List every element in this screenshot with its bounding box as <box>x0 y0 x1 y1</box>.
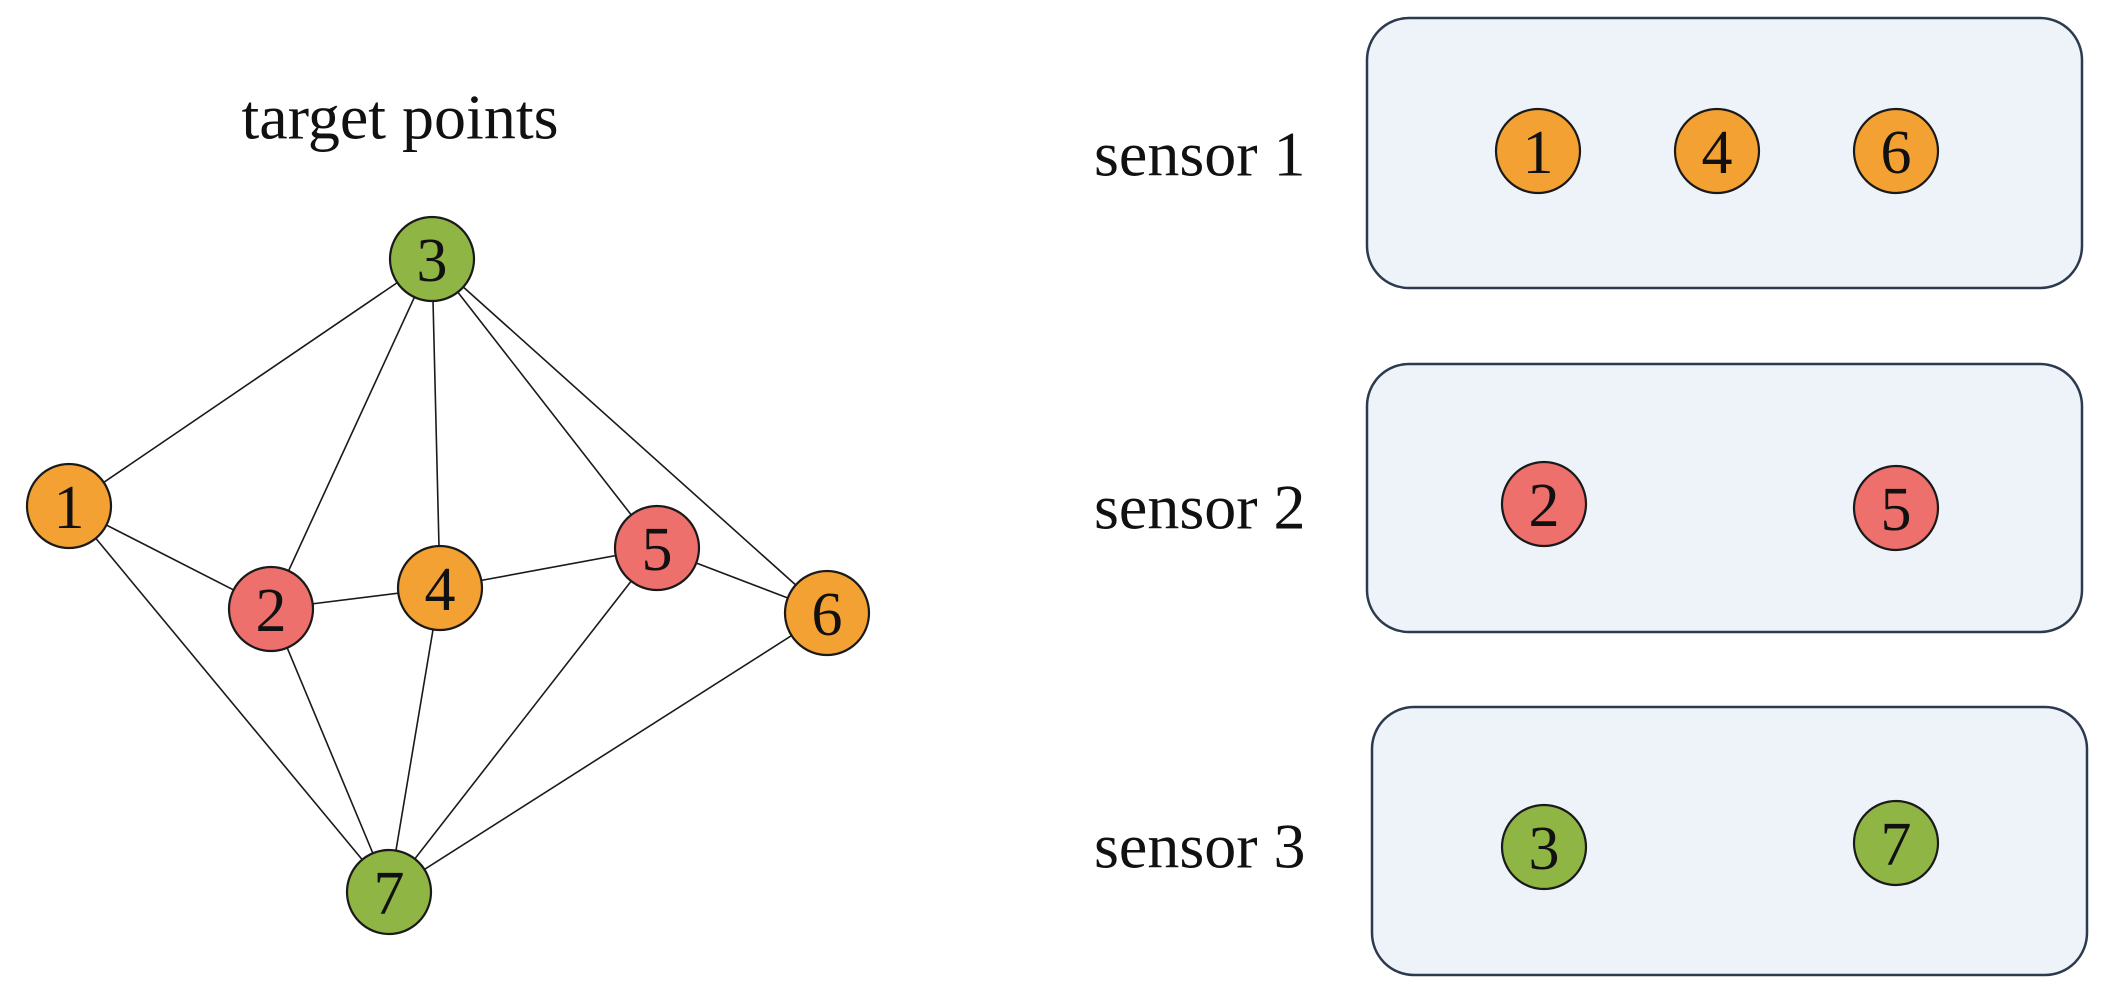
edge-1-7 <box>68 505 390 893</box>
sensor-1-group: sensor 1 1 4 6 <box>1094 16 2084 290</box>
sensor-2-member-2: 2 <box>1500 460 1588 548</box>
edge-3-5 <box>431 258 658 549</box>
graph-node-5: 5 <box>613 504 701 592</box>
graph-node-1-circle <box>25 462 113 550</box>
sensor-3-member-3: 3 <box>1500 803 1588 891</box>
sensor-1-member-1: 1 <box>1494 107 1582 195</box>
sensor-2-member-5-label: 5 <box>1881 476 1912 544</box>
graph-node-7: 7 <box>345 848 433 936</box>
graph-node-1: 1 <box>25 462 113 550</box>
sensor-3-label: sensor 3 <box>1094 811 1306 882</box>
graph-node-2: 2 <box>227 565 315 653</box>
edge-4-7 <box>388 587 441 893</box>
sensor-groups: sensor 1 1 4 6 sensor 2 2 5 sensor 3 3 7 <box>1094 16 2089 977</box>
sensor-2-box <box>1365 362 2084 634</box>
sensor-3-member-7-circle <box>1852 799 1940 887</box>
graph-node-2-circle <box>227 565 315 653</box>
sensor-3-member-3-circle <box>1500 803 1588 891</box>
sensor-2-member-2-label: 2 <box>1529 472 1560 540</box>
edge-1-3 <box>68 258 433 507</box>
sensor-3-member-3-label: 3 <box>1529 815 1560 883</box>
sensor-1-member-4-circle <box>1673 107 1761 195</box>
graph-node-4: 4 <box>396 544 484 632</box>
sensor-2-member-5-circle <box>1852 464 1940 552</box>
sensor-2-label: sensor 2 <box>1094 472 1306 543</box>
sensor-2-group: sensor 2 2 5 <box>1094 362 2084 634</box>
graph-node-3-label: 3 <box>417 227 448 295</box>
graph-node-4-label: 4 <box>425 556 456 624</box>
graph-node-2-label: 2 <box>256 577 287 645</box>
graph-node-7-circle <box>345 848 433 936</box>
sensor-1-member-6-label: 6 <box>1881 119 1912 187</box>
edge-3-4 <box>431 258 441 589</box>
graph-node-6-label: 6 <box>812 581 843 649</box>
sensor-3-group: sensor 3 3 7 <box>1094 705 2089 977</box>
sensor-1-member-6-circle <box>1852 107 1940 195</box>
sensor-2-member-2-circle <box>1500 460 1588 548</box>
edge-2-3 <box>270 258 433 610</box>
graph-node-3-circle <box>388 215 476 303</box>
sensor-3-box <box>1370 705 2089 977</box>
sensor-3-member-7: 7 <box>1852 799 1940 887</box>
edge-2-7 <box>270 608 390 893</box>
graph-nodes: 1 2 3 4 5 6 7 <box>25 215 871 936</box>
graph-node-6-circle <box>783 569 871 657</box>
sensor-1-member-4-label: 4 <box>1702 119 1733 187</box>
edge-6-7 <box>388 612 828 893</box>
edge-5-7 <box>388 547 658 893</box>
graph-node-1-label: 1 <box>54 474 85 542</box>
sensor-1-member-6: 6 <box>1852 107 1940 195</box>
edge-3-6 <box>431 258 828 614</box>
graph-node-7-label: 7 <box>374 860 405 928</box>
graph-node-5-circle <box>613 504 701 592</box>
sensor-3-member-7-label: 7 <box>1881 811 1912 879</box>
sensor-1-member-1-circle <box>1494 107 1582 195</box>
graph-node-3: 3 <box>388 215 476 303</box>
sensor-2-member-5: 5 <box>1852 464 1940 552</box>
sensor-1-member-1-label: 1 <box>1523 119 1554 187</box>
graph-title: target points <box>242 82 559 153</box>
sensor-1-member-4: 4 <box>1673 107 1761 195</box>
graph-node-6: 6 <box>783 569 871 657</box>
graph-node-5-label: 5 <box>642 516 673 584</box>
graph-node-4-circle <box>396 544 484 632</box>
sensor-1-label: sensor 1 <box>1094 119 1306 190</box>
